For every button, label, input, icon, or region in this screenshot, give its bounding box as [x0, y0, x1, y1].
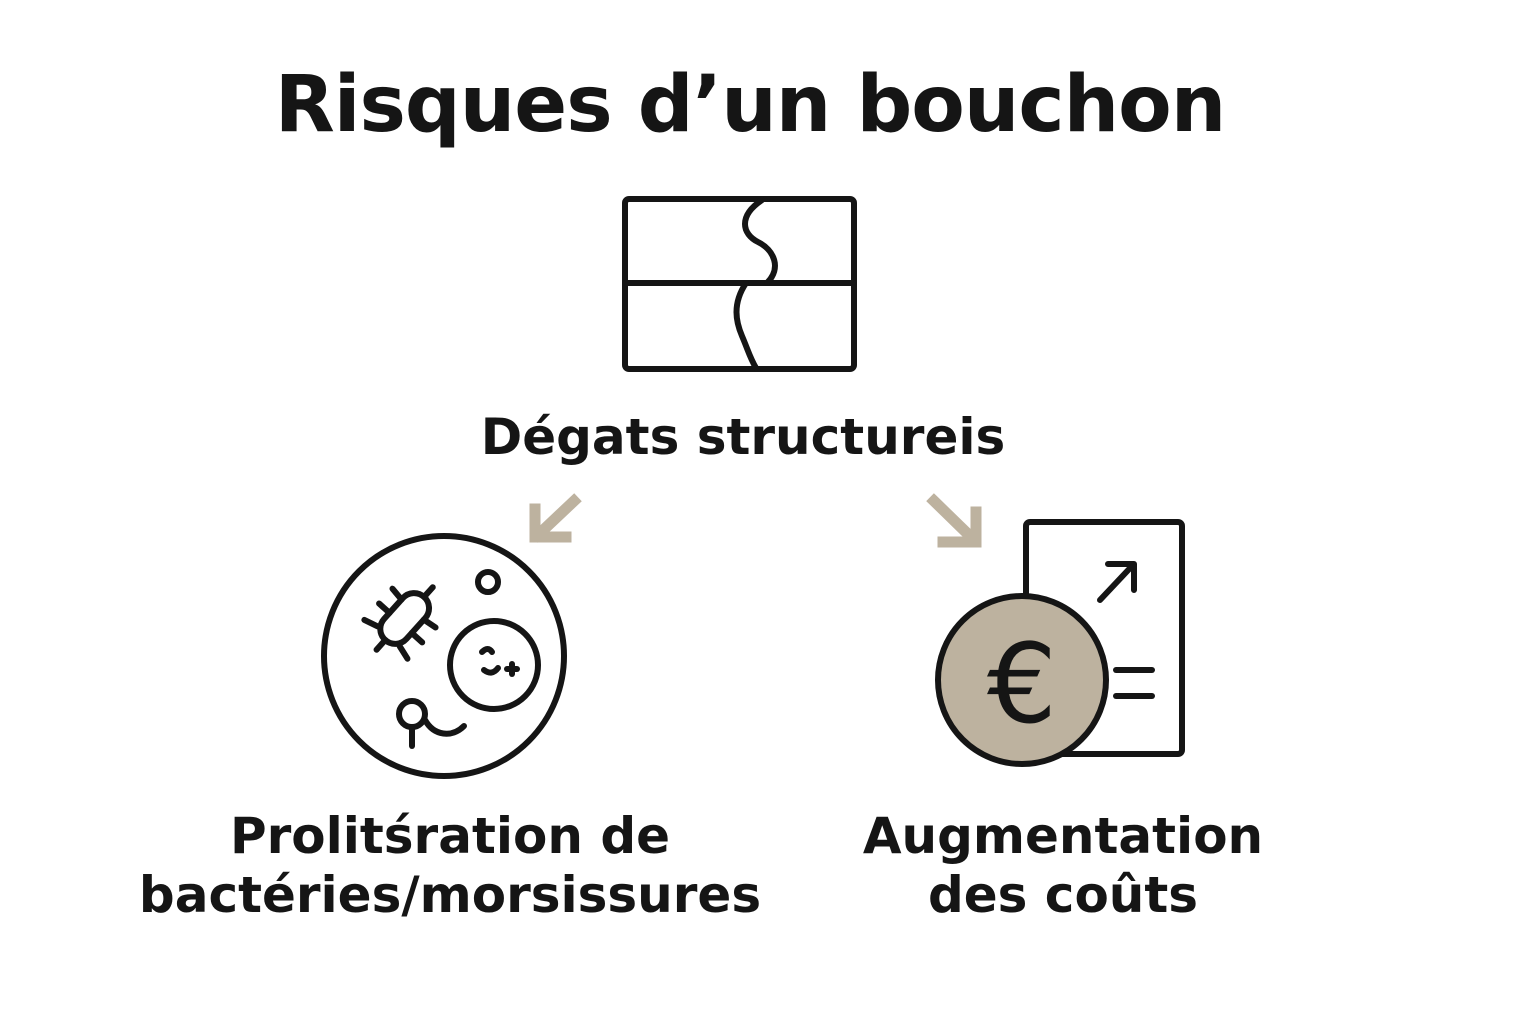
arrow-down-right-shape: [926, 493, 982, 548]
costs-label-line-1: Augmentation: [862, 807, 1264, 865]
round-cell: [447, 618, 541, 712]
rod-bacterium: [361, 584, 439, 662]
euro-coin: [935, 593, 1109, 767]
flagellum: [422, 717, 467, 737]
wall-crack-upper: [742, 197, 778, 286]
costs-label-line-2: des coûts: [927, 866, 1199, 924]
cell-detail: [481, 665, 501, 676]
page-title: Risques d’un bouchon: [274, 60, 1227, 150]
cracked-wall-icon: [622, 196, 857, 372]
arrow-down-right-icon: [926, 493, 982, 548]
euro-symbol: €: [987, 620, 1057, 748]
arrow-down-left-icon: [529, 493, 582, 543]
bacteria-label-line-2: bactéries/morsissures: [138, 866, 762, 924]
costs-label: Augmentation des coûts: [813, 807, 1313, 925]
trend-up-arrow: [1097, 561, 1137, 603]
arrow-down-left-shape: [529, 493, 582, 543]
wall-crack-lower: [733, 280, 759, 371]
bacteria-label: Prolitśration de bactéries/morsissures: [100, 807, 800, 925]
bacteria-icon: [321, 533, 567, 779]
bacteria-label-line-1: Prolitśration de: [229, 807, 671, 865]
euro-cost-icon: €: [935, 519, 1185, 767]
cell-detail: [479, 646, 495, 655]
spore: [475, 569, 501, 595]
structural-damage-label: Dégats structureis: [480, 408, 1006, 466]
flagellated-bacterium: [396, 698, 428, 730]
petri-dish-outline: [321, 533, 567, 779]
